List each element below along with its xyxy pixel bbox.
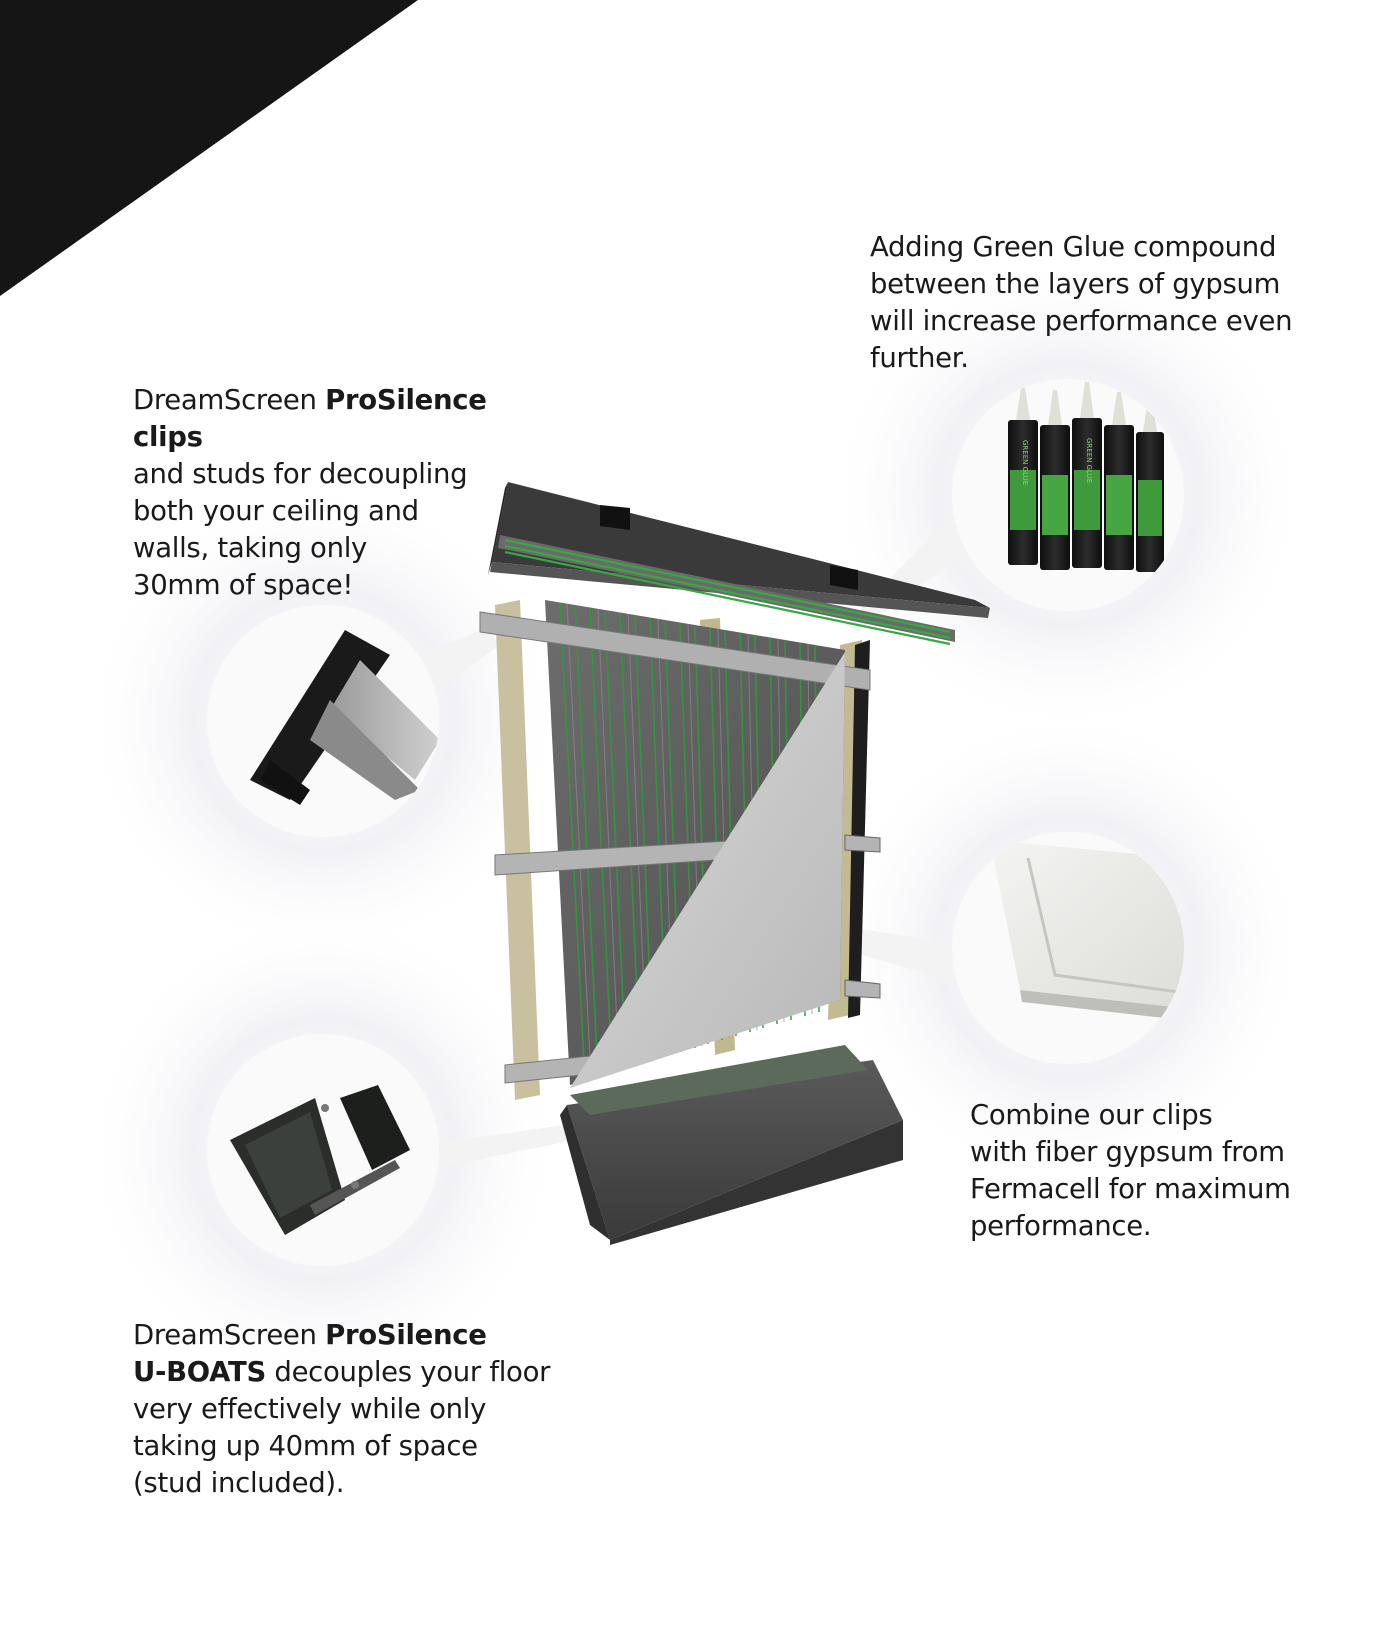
caption-line: Adding Green Glue compound bbox=[870, 231, 1277, 263]
caption-line: with fiber gypsum from bbox=[970, 1136, 1285, 1168]
caption-line: 30mm of space! bbox=[133, 569, 354, 601]
caption-line: Combine our clips bbox=[970, 1099, 1213, 1131]
glue-tube bbox=[1136, 400, 1164, 572]
tube-label: GREEN GLUE bbox=[1085, 438, 1093, 483]
caption-bold: ProSilence clips bbox=[133, 384, 487, 453]
caption-line: performance. bbox=[970, 1210, 1152, 1242]
caption-text: DreamScreen bbox=[133, 1319, 326, 1351]
metal-rails bbox=[479, 611, 881, 1084]
tube-label: GREEN GLUE bbox=[1021, 440, 1029, 485]
caption-line: (stud included). bbox=[133, 1467, 345, 1499]
caption-line: both your ceiling and bbox=[133, 495, 419, 527]
green-glue-caption: Adding Green Glue compound between the l… bbox=[870, 229, 1340, 377]
green-glue-circle: GREEN GLUE GREEN GLUE bbox=[952, 379, 1184, 611]
glue-tube bbox=[1008, 388, 1038, 565]
clip-detail-circle bbox=[207, 605, 439, 837]
ceiling-layers bbox=[488, 482, 990, 646]
uboat-detail-circle bbox=[207, 1034, 439, 1266]
corner-triangle bbox=[0, 0, 418, 296]
caption-line: further. bbox=[870, 342, 969, 374]
glue-tube bbox=[1104, 392, 1134, 570]
caption-text: decouples your floor bbox=[265, 1356, 551, 1388]
caption-line: and studs for decoupling bbox=[133, 458, 468, 490]
caption-line: taking up 40mm of space bbox=[133, 1430, 478, 1462]
uboats-caption: DreamScreen ProSilence U-BOATS decouples… bbox=[133, 1317, 563, 1502]
fiber-gypsum-circle bbox=[952, 832, 1184, 1064]
caption-text: DreamScreen bbox=[133, 384, 326, 416]
glue-tube bbox=[1072, 382, 1102, 568]
callout-pointer bbox=[425, 628, 500, 688]
caption-bold: ProSilence bbox=[325, 1319, 487, 1351]
clips-caption: DreamScreen ProSilence clips and studs f… bbox=[133, 382, 563, 604]
fiber-gypsum-caption: Combine our clips with fiber gypsum from… bbox=[970, 1097, 1350, 1245]
glue-tube bbox=[1040, 390, 1070, 570]
callout-pointer bbox=[425, 1120, 600, 1170]
caption-bold: U-BOATS bbox=[133, 1356, 266, 1388]
caption-line: Fermacell for maximum bbox=[970, 1173, 1291, 1205]
caption-line: walls, taking only bbox=[133, 532, 368, 564]
caption-line: will increase performance even bbox=[870, 305, 1293, 337]
gypsum-front-board bbox=[570, 652, 845, 1088]
caption-line: between the layers of gypsum bbox=[870, 268, 1281, 300]
concrete-floor bbox=[270, 1045, 903, 1245]
caption-line: very effectively while only bbox=[133, 1393, 487, 1425]
